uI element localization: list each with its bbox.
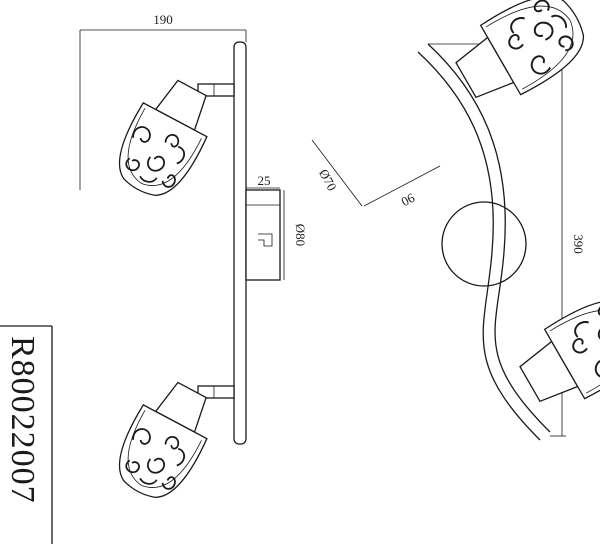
- upper-arm: [197, 83, 235, 97]
- base-diameter-label: Ø80: [293, 224, 308, 246]
- lower-spotlight: [115, 381, 208, 498]
- front-view: 190 25 Ø80: [79, 12, 308, 498]
- shade-diameter-label: Ø70: [316, 166, 340, 193]
- base-plate: [245, 189, 281, 281]
- model-label: R80022007: [0, 325, 53, 544]
- lower-arm: [197, 385, 235, 399]
- side-view: 390 Ø70 90: [311, 0, 600, 441]
- upper-spotlight: [115, 79, 208, 196]
- model-number: R80022007: [4, 336, 41, 504]
- upper-right-spotlight: [455, 0, 585, 99]
- depth-label: 25: [258, 173, 271, 188]
- round-base: [441, 201, 527, 287]
- shade-length-dimension-line: [363, 165, 441, 207]
- lower-right-spotlight: [519, 298, 600, 403]
- shade-length-label: 90: [399, 190, 418, 209]
- mounting-bar: [233, 41, 247, 445]
- shade-diameter-dimension-line: [311, 139, 363, 207]
- width-label: 190: [153, 12, 173, 27]
- length-label: 390: [571, 234, 586, 254]
- curved-bar: [417, 51, 541, 441]
